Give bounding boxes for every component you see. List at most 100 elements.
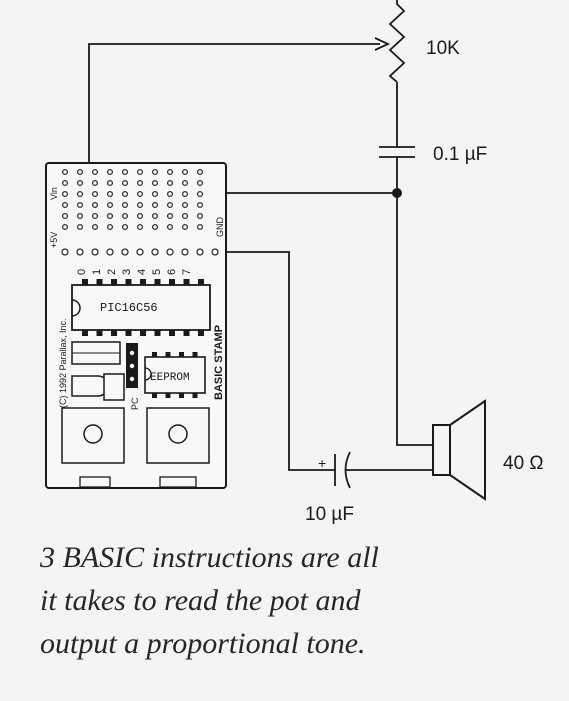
proto-hole bbox=[76, 190, 84, 198]
io-pin-hole bbox=[211, 248, 219, 256]
proto-hole bbox=[91, 223, 99, 231]
io-pin-hole bbox=[151, 248, 159, 256]
proto-hole bbox=[196, 190, 204, 198]
capacitor-small bbox=[379, 146, 415, 158]
pic-chip bbox=[71, 279, 211, 336]
proto-hole bbox=[76, 179, 84, 187]
proto-hole bbox=[121, 179, 129, 187]
proto-hole bbox=[181, 212, 189, 220]
proto-hole bbox=[91, 212, 99, 220]
proto-hole bbox=[76, 212, 84, 220]
io-pin-hole bbox=[61, 248, 69, 256]
pot-label: 10K bbox=[426, 38, 460, 59]
pin-label: 3 bbox=[121, 269, 133, 275]
svg-text:+: + bbox=[318, 455, 326, 471]
pin-label: 0 bbox=[76, 269, 88, 275]
proto-hole bbox=[196, 201, 204, 209]
proto-hole bbox=[91, 179, 99, 187]
proto-hole bbox=[91, 168, 99, 176]
pin-label: 1 bbox=[91, 269, 103, 275]
proto-hole bbox=[136, 212, 144, 220]
cap-large-label: 10 µF bbox=[305, 504, 354, 525]
proto-hole bbox=[136, 179, 144, 187]
figure-caption: 3 BASIC instructions are all it takes to… bbox=[40, 536, 550, 665]
proto-hole bbox=[136, 168, 144, 176]
proto-hole bbox=[76, 223, 84, 231]
wire-node-to-speaker bbox=[396, 193, 433, 446]
vin-label: Vin bbox=[49, 187, 59, 200]
proto-hole bbox=[196, 212, 204, 220]
io-pin-hole bbox=[91, 248, 99, 256]
proto-hole bbox=[61, 201, 69, 209]
proto-hole bbox=[151, 179, 159, 187]
cap-small-label: 0.1 µF bbox=[433, 144, 487, 165]
proto-hole bbox=[166, 201, 174, 209]
proto-hole bbox=[106, 168, 114, 176]
io-pin-hole bbox=[121, 248, 129, 256]
speaker-label: 40 Ω bbox=[503, 453, 544, 474]
mount-hole-left bbox=[61, 407, 125, 488]
pin-holes bbox=[61, 248, 219, 256]
copyright-label: (C) 1992 Parallax, Inc. bbox=[58, 318, 68, 408]
proto-hole bbox=[196, 179, 204, 187]
proto-hole bbox=[136, 201, 144, 209]
proto-hole bbox=[91, 201, 99, 209]
pin-label: 7 bbox=[181, 269, 193, 275]
proto-hole bbox=[181, 201, 189, 209]
proto-hole bbox=[181, 179, 189, 187]
io-pin-hole bbox=[181, 248, 189, 256]
proto-hole bbox=[166, 168, 174, 176]
proto-hole bbox=[166, 223, 174, 231]
proto-hole bbox=[166, 212, 174, 220]
proto-hole bbox=[121, 212, 129, 220]
proto-hole bbox=[91, 190, 99, 198]
pin-label: 2 bbox=[106, 269, 118, 275]
proto-hole bbox=[151, 168, 159, 176]
pin-label: 6 bbox=[166, 269, 178, 275]
proto-hole bbox=[136, 223, 144, 231]
proto-hole bbox=[121, 201, 129, 209]
pin-label: 4 bbox=[136, 269, 148, 275]
io-pin-hole bbox=[136, 248, 144, 256]
proto-hole bbox=[106, 212, 114, 220]
io-pin-hole bbox=[196, 248, 204, 256]
proto-hole bbox=[181, 168, 189, 176]
proto-hole bbox=[76, 201, 84, 209]
proto-hole bbox=[106, 190, 114, 198]
gnd-label: GND bbox=[215, 217, 225, 238]
potentiometer bbox=[374, 0, 406, 83]
chip-label: PIC16C56 bbox=[100, 301, 158, 315]
proto-hole bbox=[196, 223, 204, 231]
proto-hole bbox=[61, 190, 69, 198]
io-pin-hole bbox=[166, 248, 174, 256]
proto-hole bbox=[136, 190, 144, 198]
plus5v-label: +5V bbox=[49, 232, 59, 248]
pc-label: PC bbox=[130, 397, 140, 410]
caption-line: 3 BASIC instructions are all bbox=[40, 541, 379, 574]
proto-hole bbox=[166, 179, 174, 187]
proto-hole bbox=[151, 190, 159, 198]
wire-pin1-to-cap bbox=[220, 251, 335, 471]
io-pin-hole bbox=[76, 248, 84, 256]
proto-hole bbox=[121, 223, 129, 231]
proto-hole bbox=[151, 223, 159, 231]
proto-hole bbox=[121, 190, 129, 198]
proto-hole bbox=[106, 179, 114, 187]
caption-line: it takes to read the pot and bbox=[40, 584, 361, 617]
board-name: BASIC STAMP bbox=[213, 325, 225, 400]
capacitor-large: + bbox=[318, 451, 351, 489]
junction-node bbox=[392, 188, 402, 198]
proto-hole bbox=[61, 179, 69, 187]
proto-hole bbox=[181, 190, 189, 198]
proto-hole bbox=[166, 190, 174, 198]
io-pin-hole bbox=[106, 248, 114, 256]
crystal bbox=[71, 375, 109, 397]
proto-hole bbox=[61, 168, 69, 176]
eeprom-label: EEPROM bbox=[150, 372, 190, 384]
proto-hole bbox=[196, 168, 204, 176]
cap-block bbox=[103, 373, 125, 401]
proto-hole bbox=[106, 223, 114, 231]
